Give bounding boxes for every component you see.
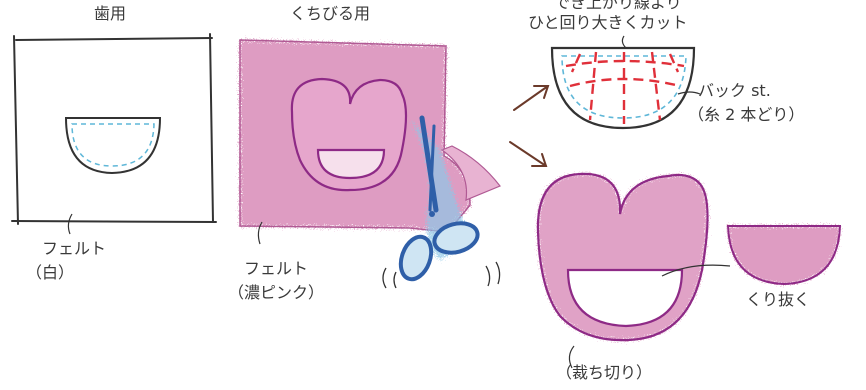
teeth-felt-label: フェルト xyxy=(42,239,107,258)
lips-felt-leader xyxy=(257,221,263,245)
teeth-template xyxy=(64,117,162,175)
finish-line-leader xyxy=(621,35,627,49)
teeth-felt-color: （白） xyxy=(26,263,75,282)
cut-out-piece xyxy=(726,225,842,286)
teeth-piece-cut xyxy=(550,46,696,130)
cut-off-label: （裁ち切り） xyxy=(556,363,653,382)
lips-outline-on-sheet xyxy=(290,77,408,192)
cut-out-label: くり抜く xyxy=(746,290,811,309)
lips-felt-color: （濃ピンク） xyxy=(228,283,325,302)
arrow-up-right-icon xyxy=(513,85,550,111)
lips-piece-cutoff xyxy=(536,172,709,342)
teeth-felt-square xyxy=(11,33,217,225)
back-stitch-label: バック st. xyxy=(698,81,771,100)
back-stitch-thread: （糸 2 本どり） xyxy=(688,105,805,124)
arrow-down-right-icon xyxy=(509,141,548,167)
finish-line-note-2: ひと回り大きくカット xyxy=(528,13,688,32)
teeth-title: 歯用 xyxy=(94,4,127,23)
cut-off-leader xyxy=(568,345,575,369)
lips-title: くちびる用 xyxy=(290,4,371,23)
scissors-icon xyxy=(382,115,501,289)
teeth-felt-leader xyxy=(67,213,73,235)
back-stitch-leader xyxy=(677,91,701,95)
cut-out-leader xyxy=(661,264,731,277)
finish-line-note-1: でき上がり線より xyxy=(554,0,682,12)
lips-felt-label: フェルト xyxy=(244,259,309,278)
